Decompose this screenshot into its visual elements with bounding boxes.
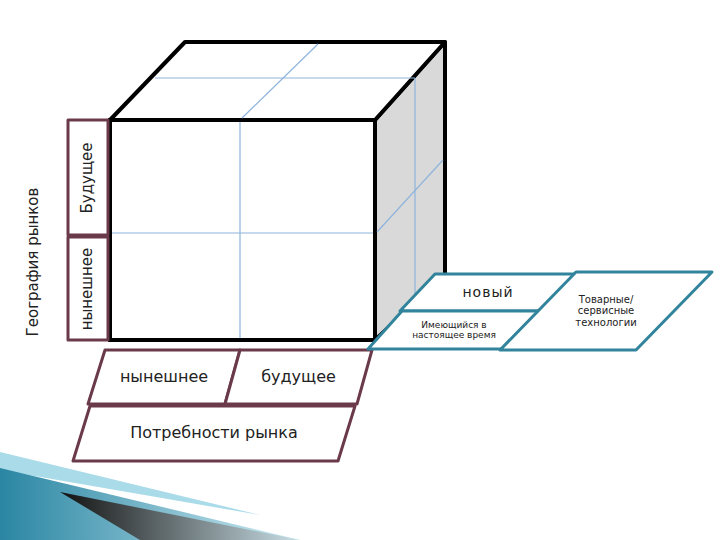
swoosh	[0, 468, 300, 540]
swoosh	[60, 492, 300, 540]
cube-top	[110, 42, 445, 120]
axis-box: Будущее	[68, 120, 108, 235]
axis-text: нынешнее	[79, 247, 96, 330]
axis-text: нынешнее	[120, 368, 208, 386]
axis-text: Будущее	[79, 142, 96, 213]
axis-box: нынешнее	[68, 237, 108, 340]
axis-band: Товарные/ сервисные технологии	[500, 272, 712, 350]
axis-text: Потребности рынка	[130, 424, 298, 442]
axis-title: География рынков	[24, 188, 42, 337]
axis-band: Потребности рынка	[73, 406, 355, 461]
grid-lines	[112, 44, 443, 338]
cube-front	[110, 120, 375, 340]
axis-text: новый	[462, 284, 513, 300]
axis-band: нынешнее	[88, 350, 240, 404]
axis-text: Имеющийся в настоящее время	[404, 320, 504, 341]
axis-text: Товарные/ сервисные технологии	[561, 294, 651, 329]
axis-band: будущее	[225, 350, 372, 404]
axis-text: будущее	[261, 368, 336, 386]
